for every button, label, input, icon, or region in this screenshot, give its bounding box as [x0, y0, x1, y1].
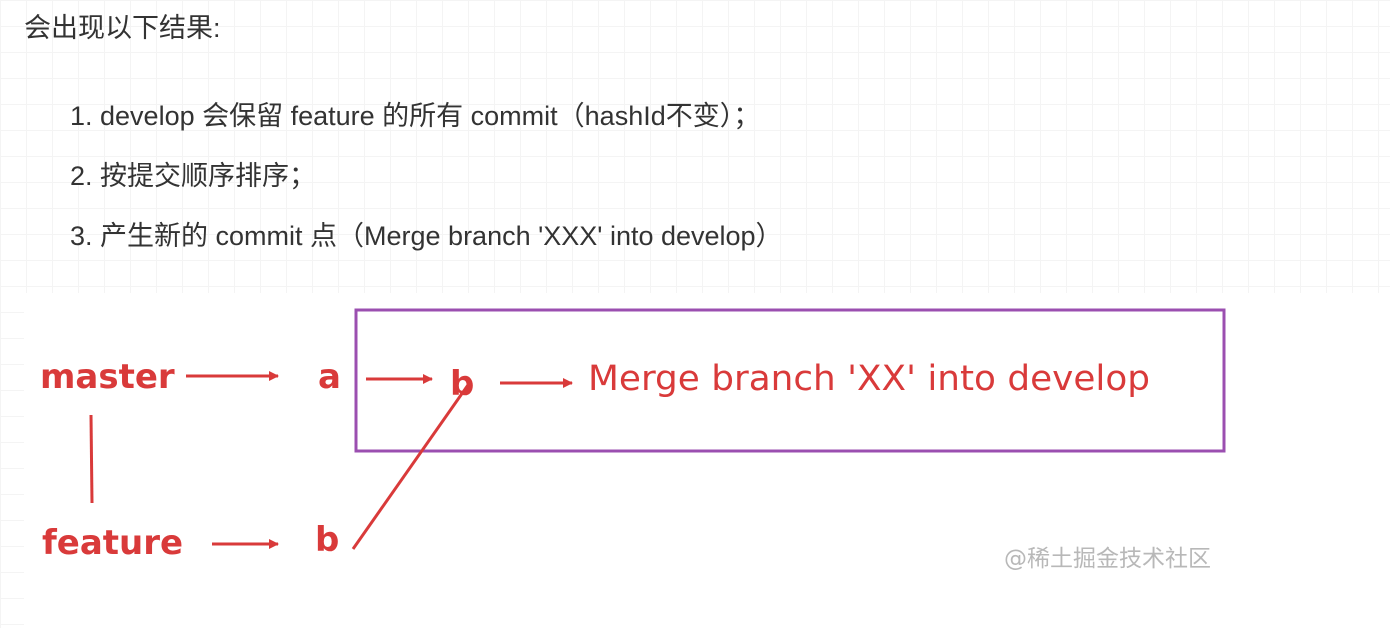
list-item: 3. 产生新的 commit 点（Merge branch 'XXX' into…	[70, 221, 783, 251]
list-item: 1. develop 会保留 feature 的所有 commit（hashId…	[70, 101, 761, 131]
master-feature-connector	[89, 414, 94, 504]
master-commit-b: b	[450, 364, 474, 404]
feature-commit-b: b	[315, 520, 339, 560]
merge-diagram-image: master a b Merge branch 'XX' into develo…	[24, 293, 1390, 628]
master-label: master	[40, 357, 175, 397]
master-commit-a: a	[318, 357, 341, 397]
list-item: 2. 按提交顺序排序；	[70, 161, 317, 191]
merge-commit-label: Merge branch 'XX' into develop	[588, 359, 1150, 399]
intro-text: 会出现以下结果:	[24, 13, 221, 43]
result-list: 1. develop 会保留 feature 的所有 commit（hashId…	[70, 96, 783, 276]
feature-label: feature	[42, 523, 183, 563]
feature-merge-line	[351, 384, 470, 550]
merge-diagram-svg: master a b Merge branch 'XX' into develo…	[40, 308, 1226, 572]
merge-highlight-box	[354, 308, 1226, 453]
watermark-text: @稀土掘金技术社区	[1004, 546, 1211, 572]
